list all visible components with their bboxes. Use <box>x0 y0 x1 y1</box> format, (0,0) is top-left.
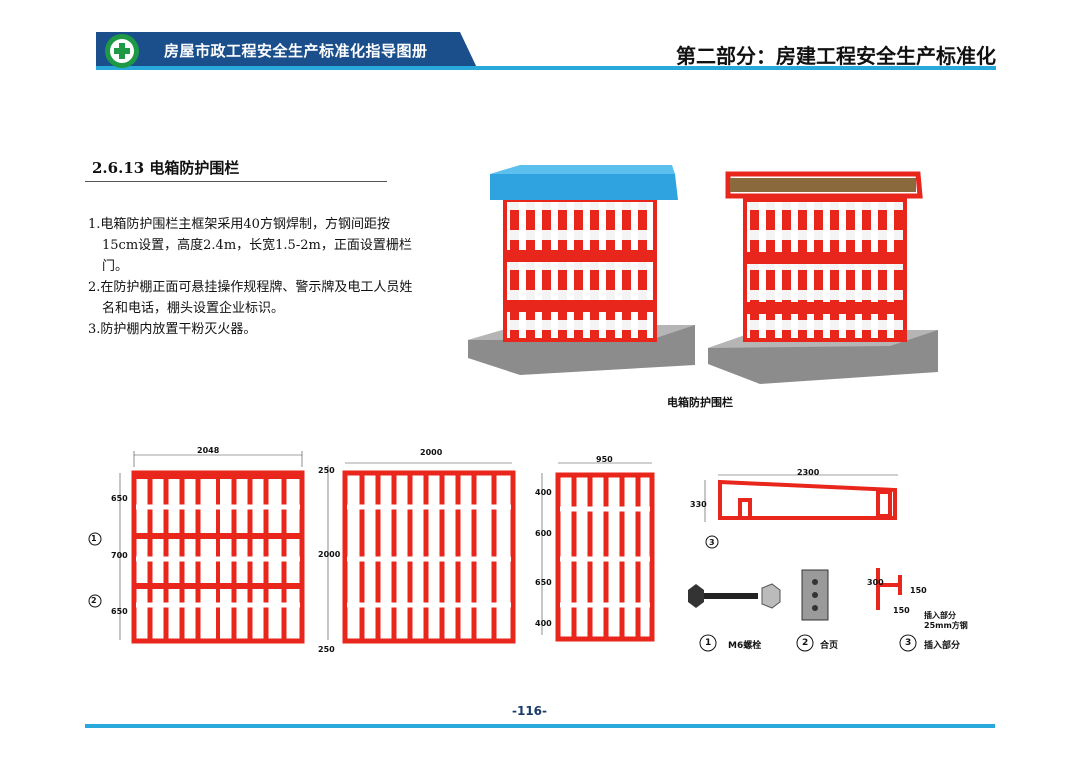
section-divider <box>85 181 387 182</box>
detail-label-1: M6螺栓 <box>728 641 762 651</box>
green-cross-icon <box>105 34 139 68</box>
header-rule <box>96 66 996 70</box>
detail-label-3: 插入部分 <box>924 641 961 651</box>
detail-num-1: 1 <box>705 638 712 648</box>
fence-render-red-roof <box>708 171 938 384</box>
spec-item-2: 2.在防护棚正面可悬挂操作规程牌、警示牌及电工人员姓名和电话，棚头设置企业标识。 <box>88 280 413 316</box>
bolt-detail <box>688 583 781 609</box>
footer-rule <box>85 724 995 728</box>
render-caption: 电箱防护围栏 <box>667 396 733 409</box>
front-width-label: 2048 <box>197 446 220 455</box>
small-height-label-2: 600 <box>535 529 552 538</box>
front-height-label-2: 700 <box>111 551 128 560</box>
header-banner <box>96 32 478 70</box>
side-top-label: 250 <box>318 466 335 475</box>
detail-num-3: 3 <box>905 638 912 648</box>
insert-h2-label: 150 <box>910 586 927 595</box>
page-header <box>96 32 996 70</box>
section-heading: 2.6.13 电箱防护围栏 <box>92 159 240 177</box>
gate-marker-1 <box>88 532 102 546</box>
front-gate-elevation <box>131 470 305 644</box>
insert-detail <box>876 568 902 610</box>
book-title: 房屋市政工程安全生产标准化指导图册 <box>164 42 428 60</box>
bracket-width-label: 2300 <box>797 468 820 477</box>
detail-num-2: 2 <box>802 638 809 648</box>
side-width-label: 2000 <box>420 448 443 457</box>
side-height-label: 2000 <box>318 550 341 559</box>
bracket-marker-3 <box>705 535 719 549</box>
bracket-height-label: 330 <box>690 500 707 509</box>
side-bottom-label: 250 <box>318 645 335 654</box>
small-height-label-1: 400 <box>535 488 552 497</box>
insert-w-label: 150 <box>893 606 910 615</box>
spec-list: 1.电箱防护围栏主框架采用40方钢焊制，方钢间距按15cm设置，高度2.4m，长… <box>88 214 418 340</box>
detail-label-2: 合页 <box>820 641 839 651</box>
marker-1-label: 1 <box>91 534 97 543</box>
front-height-label-3: 650 <box>111 607 128 616</box>
elevation-drawings <box>88 451 655 644</box>
gate-marker-2 <box>88 594 102 608</box>
hinge-detail <box>801 569 829 621</box>
detail-markers <box>699 634 917 652</box>
small-height-label-3: 650 <box>535 578 552 587</box>
part-title: 第二部分：房建工程安全生产标准化 <box>676 44 996 68</box>
bracket-marker-label: 3 <box>709 538 715 547</box>
spec-item-3: 3.防护棚内放置干粉灭火器。 <box>88 322 257 337</box>
fence-3d-renders <box>468 165 938 384</box>
fence-render-blue-roof <box>468 165 695 375</box>
front-height-label-1: 650 <box>111 494 128 503</box>
insert-note-1: 插入部分 <box>924 611 956 620</box>
spec-item-1: 1.电箱防护围栏主框架采用40方钢焊制，方钢间距按15cm设置，高度2.4m，长… <box>88 217 412 274</box>
small-panel-elevation <box>555 472 655 642</box>
insert-note-2: 25mm方钢 <box>924 621 968 630</box>
marker-2-label: 2 <box>91 596 97 605</box>
detail-drawings <box>688 474 917 652</box>
insert-h1-label: 300 <box>867 578 884 587</box>
side-panel-elevation <box>342 470 516 644</box>
small-height-label-4: 400 <box>535 619 552 628</box>
roof-bracket <box>718 479 897 520</box>
page-number: -116- <box>512 704 548 718</box>
small-width-label: 950 <box>596 455 613 464</box>
